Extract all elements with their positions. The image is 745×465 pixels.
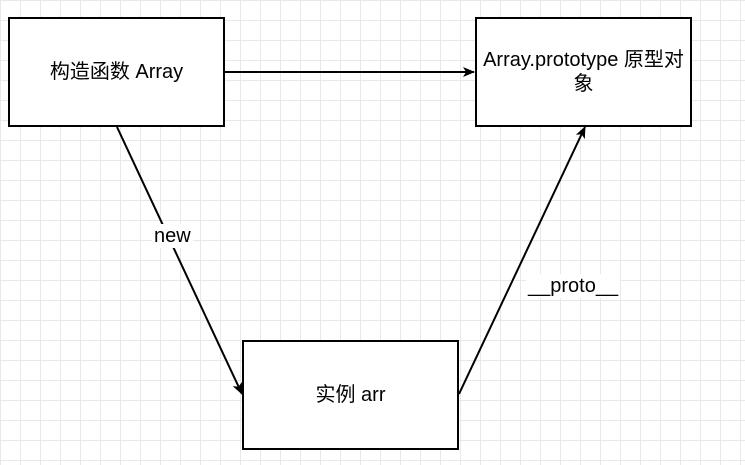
new-edge-label: new bbox=[152, 224, 193, 248]
arrow-instance-to-prototype bbox=[458, 126, 586, 395]
instance-label: 实例 arr bbox=[315, 384, 386, 406]
instance-box[interactable]: 实例 arr bbox=[242, 340, 459, 450]
arrow-constructor-to-instance bbox=[116, 126, 243, 395]
constructor-label: 构造函数 Array bbox=[49, 61, 184, 83]
constructor-box[interactable]: 构造函数 Array bbox=[8, 17, 225, 127]
proto-edge-label: __proto__ bbox=[526, 274, 621, 298]
prototype-label: Array.prototype 原型对象 bbox=[483, 49, 684, 95]
prototype-box[interactable]: Array.prototype 原型对象 bbox=[475, 17, 692, 127]
